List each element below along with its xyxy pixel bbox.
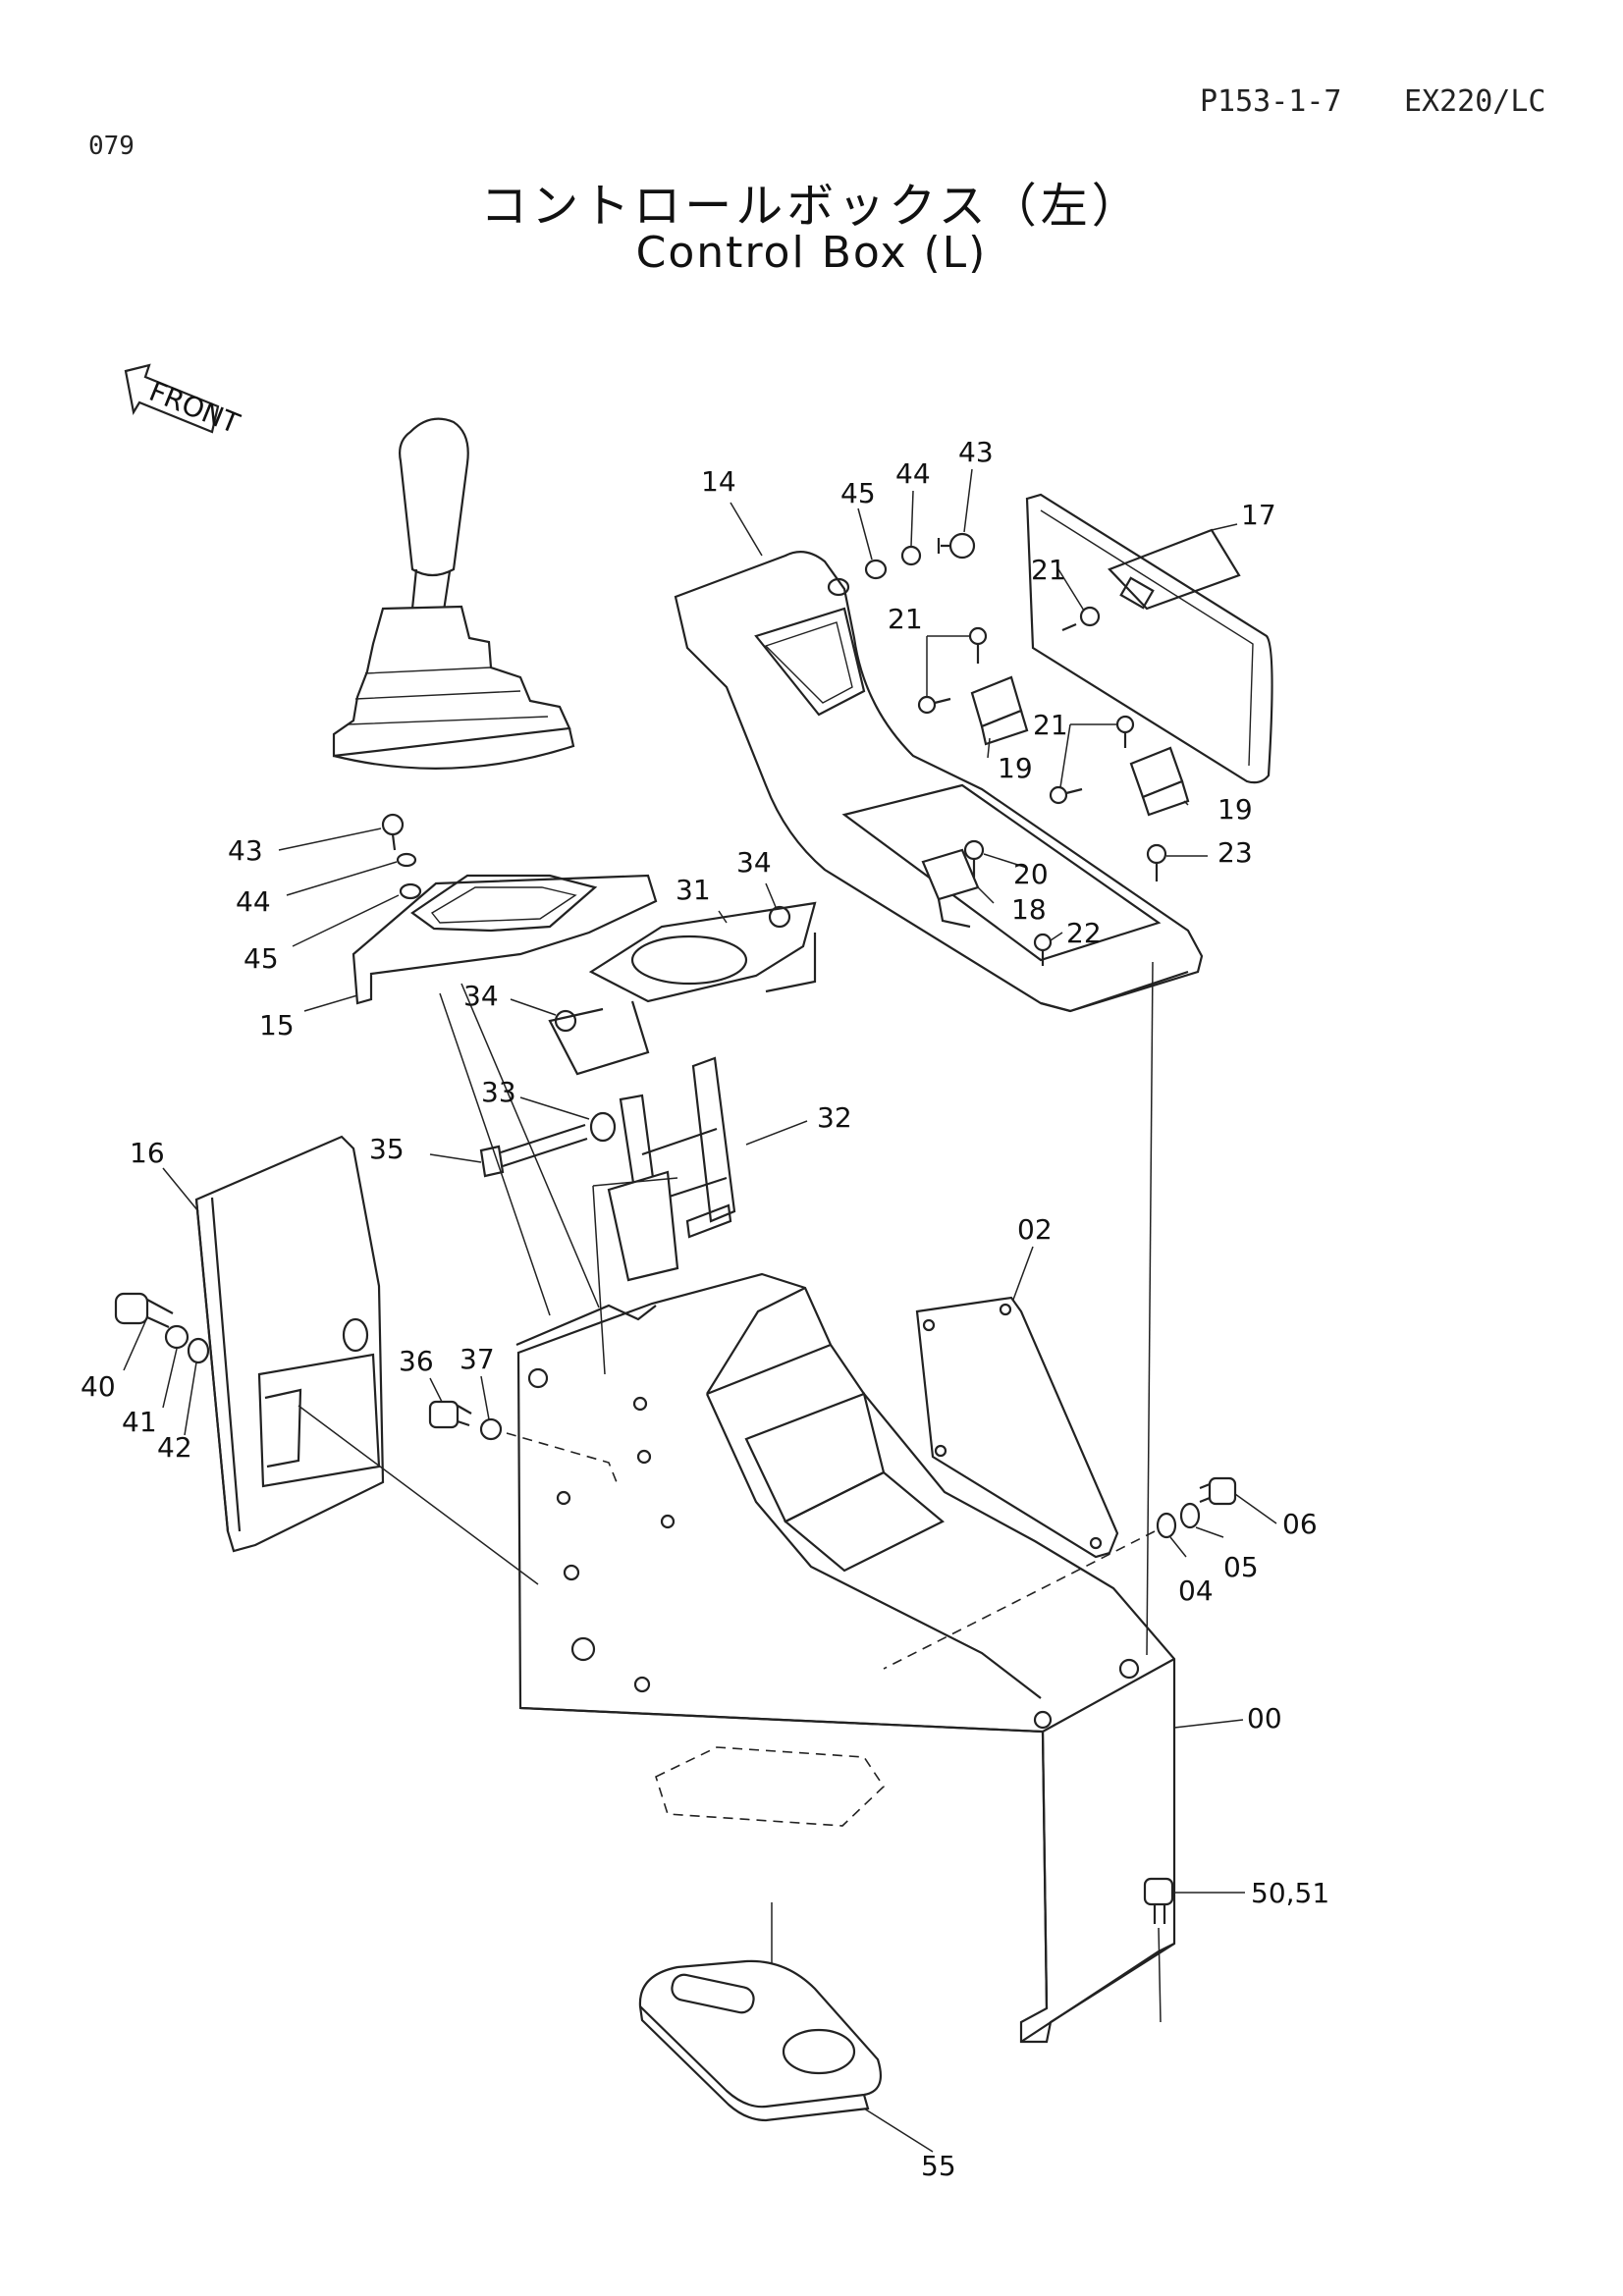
callout-19-a: 19 [998,752,1033,784]
assembly-lines [298,961,1162,2023]
hinge-part-19-b [1129,746,1190,817]
washer-45-left-icon [399,882,422,900]
callout-41: 41 [122,1406,157,1438]
callout-45-top: 45 [840,477,876,509]
bolt-part-06-icon [1199,1476,1237,1506]
callout-37: 37 [460,1343,495,1375]
callout-21-c: 21 [1033,709,1068,741]
screw-20-icon [963,839,985,878]
screw-21-d-icon [1115,715,1135,748]
clip-44-left-icon [396,852,417,868]
bolt-part-50-51-icon [1143,1877,1174,1924]
main-box-part-00 [515,1272,1176,2044]
hinge-part-19-a [970,675,1029,746]
washer-04-icon [1156,1512,1177,1539]
callout-18: 18 [1011,893,1047,926]
bolt-part-40-icon [114,1292,174,1329]
washer-41-icon [164,1324,189,1350]
callout-06: 06 [1282,1508,1318,1540]
page-code: P153-1-7 [1200,84,1342,119]
callout-43-left: 43 [228,834,263,867]
screw-21-a-icon [1061,606,1101,632]
callout-16: 16 [130,1137,165,1169]
callout-labels: 14 45 44 43 17 21 21 19 21 19 23 20 18 2… [81,436,1329,2182]
screw-43-left-icon [381,813,405,851]
callout-44-top: 44 [895,457,931,490]
callout-44-left: 44 [236,885,271,918]
front-arrow-icon: FRONT [124,363,244,441]
washer-45-top-hole-icon [827,577,850,597]
callout-00: 00 [1247,1702,1282,1735]
callout-45-left: 45 [243,942,279,975]
callout-20: 20 [1013,858,1049,890]
screw-22-icon [1033,933,1053,966]
upper-cover-part-14 [674,551,1204,1013]
bracket-part-15 [352,874,658,1005]
callout-14: 14 [701,465,736,498]
lever-bracket-part-32 [607,1056,736,1282]
plate-part-17 [1025,493,1273,784]
callout-21-b: 21 [888,603,923,635]
callout-34-b: 34 [463,980,499,1012]
callout-36: 36 [399,1345,434,1377]
callout-35: 35 [369,1133,405,1165]
control-lever-illustration [332,417,575,770]
clip-44-top-icon [900,545,922,566]
callout-55: 55 [921,2150,956,2182]
callout-15: 15 [259,1009,295,1041]
pad-part-55 [638,1959,882,2122]
model-code: EX220/LC [1404,84,1546,119]
washer-42-icon [187,1337,210,1364]
bolt-part-36-icon [428,1400,472,1429]
callout-32: 32 [817,1101,852,1134]
callout-42: 42 [157,1431,192,1464]
washer-37-icon [479,1417,503,1441]
screw-23-icon [1146,843,1167,881]
side-panel-part-16 [194,1135,385,1553]
front-arrow-label: FRONT [144,375,244,441]
callout-05: 05 [1223,1551,1259,1583]
callout-31: 31 [676,874,711,906]
screw-21-c-icon [917,695,951,715]
callout-22: 22 [1066,917,1102,949]
page-number: 079 [88,132,135,161]
gasket-part-31 [548,901,817,1076]
screw-43-top-icon [937,532,976,560]
title-english: Control Box (L) [635,228,988,278]
callout-23: 23 [1217,836,1253,869]
callout-19-b: 19 [1217,793,1253,826]
callout-43-top: 43 [958,436,994,468]
title-japanese: コントロールボックス（左） [480,179,1143,234]
washer-05-icon [1179,1502,1201,1529]
washer-33-icon [589,1111,617,1143]
cover-plate-part-02 [915,1296,1119,1559]
washer-34-b-icon [554,1009,577,1033]
bolt-part-35-icon [479,1123,588,1178]
callout-50-51: 50,51 [1251,1877,1329,1909]
washer-45-top-icon [864,559,888,580]
callout-40: 40 [81,1370,116,1403]
callout-02: 02 [1017,1213,1053,1246]
callout-21-a: 21 [1031,554,1066,586]
callout-leaders [123,468,1277,2153]
screw-21-e-icon [1049,785,1083,805]
callout-17: 17 [1241,499,1276,531]
callout-34-a: 34 [736,846,772,879]
callout-33: 33 [481,1076,516,1108]
screw-21-b-icon [968,626,988,664]
callout-04: 04 [1178,1575,1214,1607]
washer-34-a-icon [768,905,791,929]
